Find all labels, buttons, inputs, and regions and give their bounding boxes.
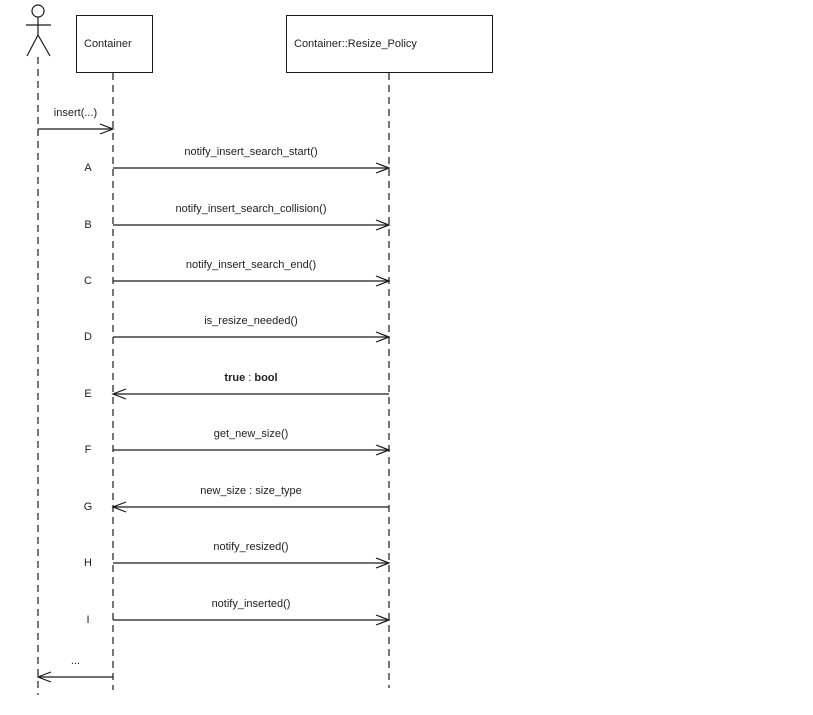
participant-box-container: Container — [76, 15, 153, 73]
sequence-letter-c: C — [84, 275, 92, 287]
return-type-text: bool — [254, 372, 278, 384]
actor-icon — [26, 4, 51, 57]
sequence-letter-d: D — [84, 331, 92, 343]
message-label-insert: insert(...) — [53, 107, 98, 119]
sequence-letter-a: A — [84, 162, 92, 174]
sequence-letter-b: B — [84, 219, 92, 231]
arrow-return-to-actor — [36, 671, 113, 683]
participant-label-resize-policy: Container::Resize_Policy — [294, 38, 417, 50]
sequence-letter-g: G — [83, 501, 93, 513]
arrow-return-true-bool — [111, 388, 389, 400]
sequence-letter-h: H — [84, 557, 92, 569]
message-label-notify-insert-search-end: notify_insert_search_end() — [185, 259, 317, 271]
participant-box-resize-policy: Container::Resize_Policy — [286, 15, 493, 73]
arrow-notify-insert-search-start — [113, 162, 391, 174]
sequence-letter-f: F — [84, 444, 92, 456]
arrow-notify-resized — [113, 557, 391, 569]
arrow-notify-insert-search-end — [113, 275, 391, 287]
message-label-true-bool: true : bool — [113, 372, 389, 385]
arrow-notify-inserted — [113, 614, 391, 626]
message-label-notify-insert-search-collision: notify_insert_search_collision() — [175, 203, 327, 215]
arrow-insert — [38, 123, 115, 135]
sequence-letter-e: E — [84, 388, 92, 400]
return-colon-text: : — [245, 372, 255, 384]
message-label-notify-resized: notify_resized() — [213, 541, 289, 553]
arrow-is-resize-needed — [113, 331, 391, 343]
arrow-return-new-size — [111, 501, 389, 513]
message-label-new-size: new_size : size_type — [200, 485, 302, 497]
message-label-notify-inserted: notify_inserted() — [211, 598, 291, 610]
message-label-return-to-actor: ... — [70, 655, 81, 667]
message-label-is-resize-needed: is_resize_needed() — [204, 315, 298, 327]
sequence-letter-i: I — [86, 614, 90, 626]
return-value-text: true — [224, 372, 246, 384]
message-label-notify-insert-search-start: notify_insert_search_start() — [184, 146, 318, 158]
participant-label-container: Container — [84, 38, 132, 50]
arrow-get-new-size — [113, 444, 391, 456]
arrow-notify-insert-search-collision — [113, 219, 391, 231]
message-label-get-new-size: get_new_size() — [213, 428, 289, 440]
